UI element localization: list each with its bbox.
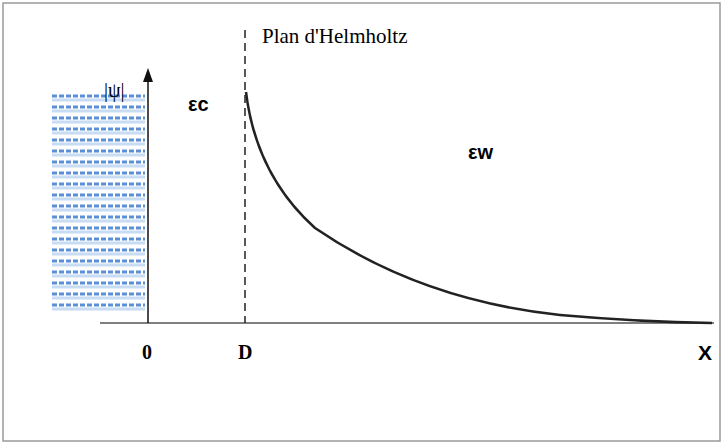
electrode-stripe bbox=[52, 227, 145, 230]
electrode-stripe bbox=[52, 209, 145, 212]
electrode-stripe bbox=[52, 260, 145, 263]
axis-tick-label: D bbox=[238, 342, 252, 362]
electrode-stripe bbox=[52, 249, 145, 252]
axis-tick-label: 0 bbox=[142, 342, 152, 362]
electrode-stripe bbox=[52, 110, 145, 113]
permittivity-label: εw bbox=[468, 142, 493, 162]
electrode-stripe bbox=[52, 150, 145, 153]
electrode-stripe bbox=[52, 198, 145, 201]
plane-label: Plan d'Helmholtz bbox=[262, 26, 408, 47]
electrode-stripe bbox=[52, 264, 145, 267]
frame bbox=[3, 3, 720, 441]
y-axis bbox=[147, 78, 149, 323]
electrode-stripe bbox=[52, 293, 145, 296]
electrode-stripe bbox=[52, 231, 145, 234]
electrode-surface bbox=[52, 96, 145, 309]
electrode-stripe bbox=[52, 271, 145, 274]
electrode-stripe bbox=[52, 304, 145, 307]
electrode-stripe bbox=[52, 117, 145, 120]
electrode-stripe bbox=[52, 154, 145, 157]
electrode-stripe bbox=[52, 143, 145, 146]
electrode-stripe bbox=[52, 183, 145, 186]
electrode-stripe bbox=[52, 106, 145, 109]
electrode-stripe bbox=[52, 220, 145, 223]
electrode-stripe bbox=[52, 286, 145, 289]
electrode-stripe bbox=[52, 165, 145, 168]
electrode-stripe bbox=[52, 253, 145, 256]
electrode-stripe bbox=[52, 216, 145, 219]
electrode-stripe bbox=[52, 128, 145, 131]
electrode-stripe bbox=[52, 242, 145, 245]
electrode-stripe bbox=[52, 132, 145, 135]
electrode-stripe bbox=[52, 275, 145, 278]
helmholtz-plane-line bbox=[244, 30, 246, 323]
electrode-stripe bbox=[52, 121, 145, 124]
electrode-stripe bbox=[52, 194, 145, 197]
electrode-stripe bbox=[52, 238, 145, 241]
electrode-stripe bbox=[52, 99, 145, 102]
axis-label: |ψ| bbox=[104, 80, 125, 100]
y-axis-arrowhead bbox=[143, 68, 153, 82]
x-axis bbox=[100, 322, 714, 324]
electrode-stripe bbox=[52, 297, 145, 300]
potential-curve bbox=[246, 92, 712, 323]
electrode-stripe bbox=[52, 139, 145, 142]
electrode-stripe bbox=[52, 205, 145, 208]
electrode-stripe bbox=[52, 187, 145, 190]
electrode-stripe bbox=[52, 176, 145, 179]
electrode-stripe bbox=[52, 282, 145, 285]
electrode-stripe bbox=[52, 172, 145, 175]
axis-label: X bbox=[698, 342, 712, 363]
electrode-stripe bbox=[52, 308, 145, 311]
electrode-stripe bbox=[52, 161, 145, 164]
electrode-stripe bbox=[52, 95, 145, 98]
permittivity-label: εc bbox=[188, 94, 209, 114]
